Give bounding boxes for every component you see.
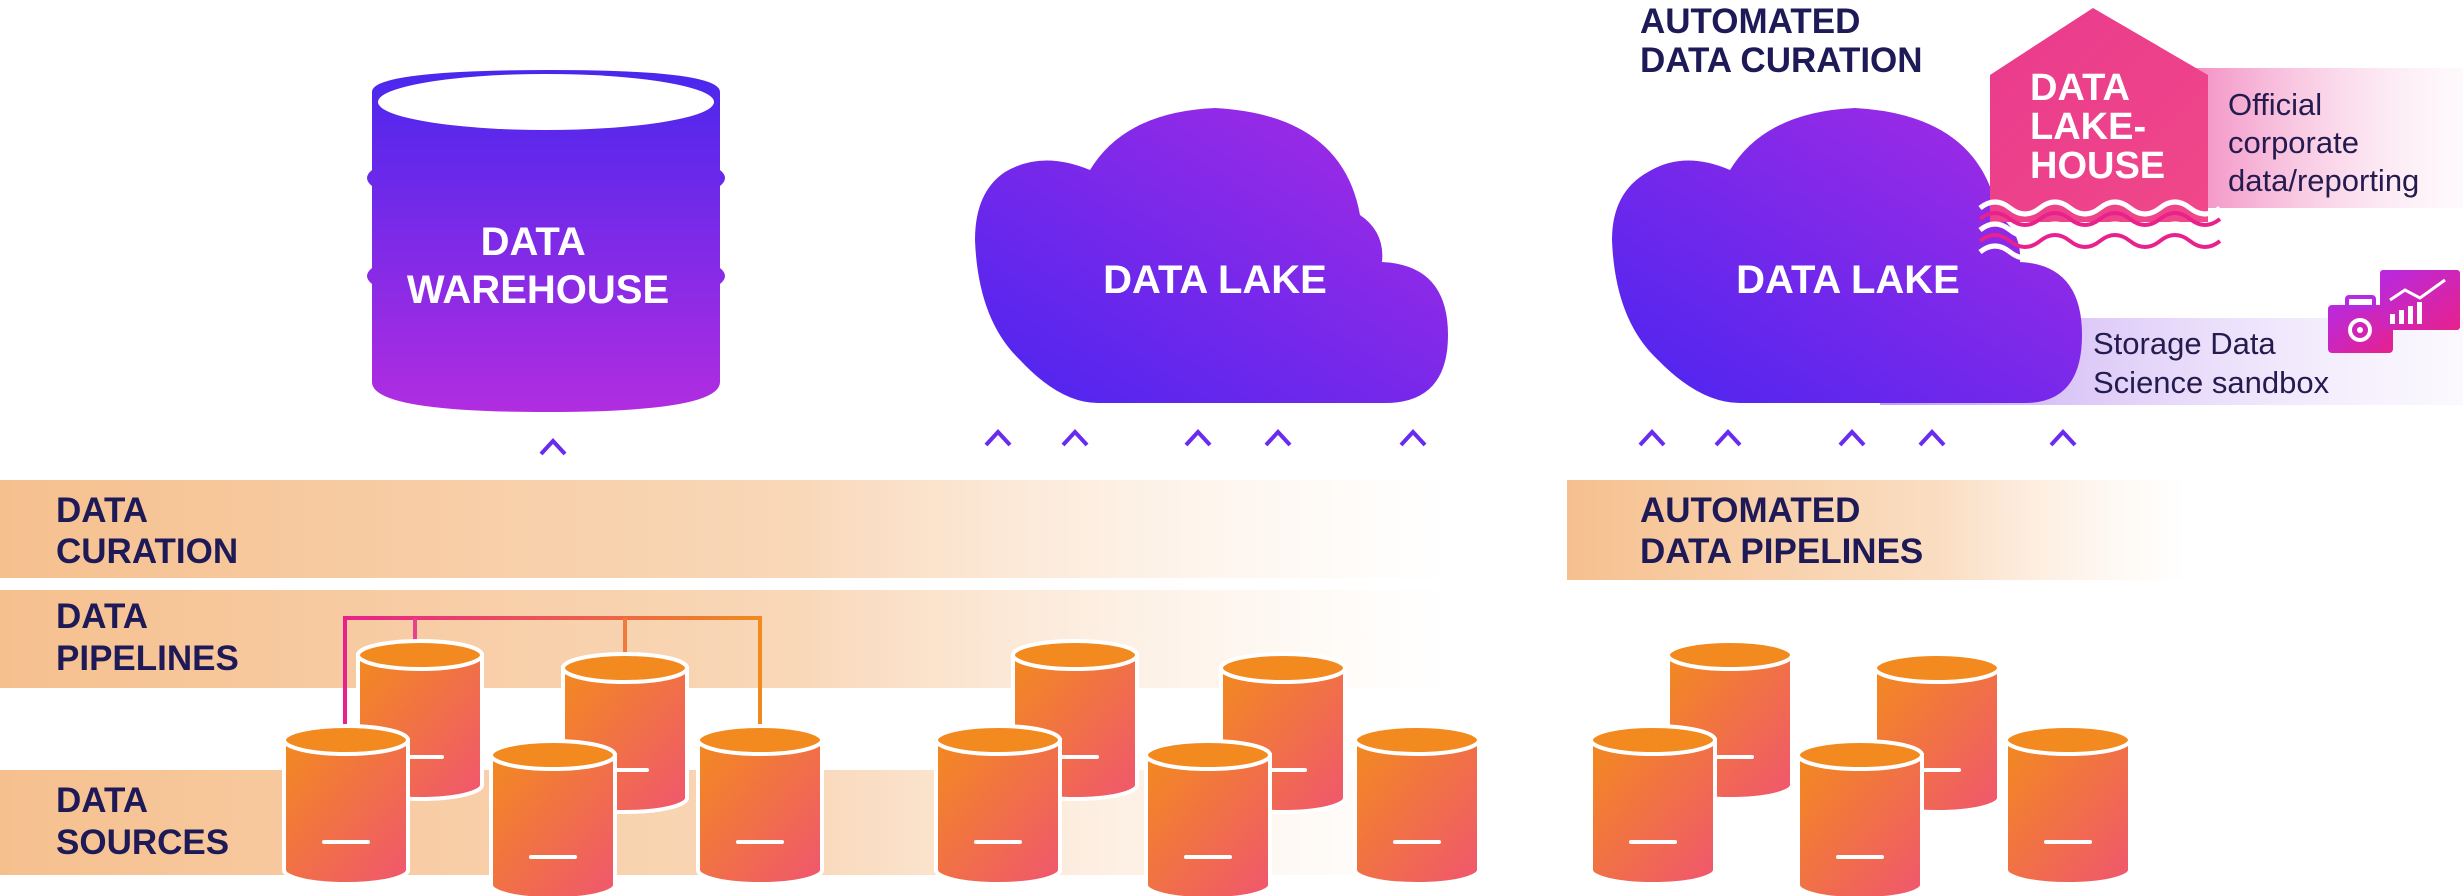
data-curation-label: DATA CURATION	[56, 491, 238, 571]
lake-middle-arrow-1	[984, 429, 1012, 735]
data-lakehouse-line-3: HOUSE	[2030, 145, 2165, 187]
chart-board-icon	[2380, 270, 2460, 330]
data-warehouse: DATA WAREHOUSE	[367, 70, 725, 412]
official-line-2: corporate	[2228, 125, 2359, 160]
sandbox-line-1: Storage Data	[2093, 326, 2276, 361]
automated-data-curation-label: AUTOMATED DATA CURATION	[1640, 2, 1923, 80]
data-warehouse-line-2: WAREHOUSE	[407, 268, 669, 312]
official-line-3: data/reporting	[2228, 163, 2419, 198]
lake-middle-arrow-5	[1399, 429, 1427, 735]
data-lake-middle-label: DATA LAKE	[1103, 258, 1327, 302]
lake-middle-source-cylinder-3	[934, 724, 1062, 886]
automated-curation-line-2: DATA CURATION	[1640, 41, 1923, 80]
official-line-1: Official	[2228, 87, 2322, 122]
water-waves-pink	[1978, 211, 2222, 249]
official-corporate-label: Official corporate data/reporting	[2228, 87, 2419, 198]
automated-data-pipelines-label: AUTOMATED DATA PIPELINES	[1640, 491, 1923, 571]
lake-middle-arrow-4	[1264, 429, 1292, 665]
sandbox-line-2: Science sandbox	[2093, 365, 2330, 400]
data-lakehouse-label: DATA LAKE- HOUSE	[2030, 67, 2165, 187]
data-lake-right-label: DATA LAKE	[1736, 258, 1960, 302]
lake-middle-source-cylinder-5	[1353, 724, 1481, 886]
data-sources-label: DATA SOURCES	[56, 781, 229, 862]
band-automated-data-pipelines	[1567, 480, 2187, 580]
lake-right-arrow-3	[1838, 429, 1866, 745]
lake-middle-arrow-2	[1061, 429, 1089, 655]
automated-data-pipelines-line-1: AUTOMATED	[1640, 491, 1860, 530]
data-lake-cloud-middle: DATA LAKE	[975, 108, 1448, 403]
lake-right-arrow-1	[1638, 429, 1666, 735]
arrows-group	[984, 429, 2077, 745]
data-pipelines-line-1: DATA	[56, 597, 148, 636]
data-curation-line-2: CURATION	[56, 532, 238, 571]
data-source-cylinders	[282, 639, 2132, 896]
water-waves-icon	[1978, 199, 2222, 261]
lake-middle-arrow-3	[1184, 429, 1212, 745]
data-sources-line-2: SOURCES	[56, 823, 229, 862]
lake-middle-source-cylinder-4	[1144, 739, 1272, 896]
warehouse-source-cylinder-4	[489, 739, 617, 896]
warehouse-source-cylinder-3	[282, 724, 410, 886]
toolbox-icon	[2328, 295, 2393, 353]
band-data-curation	[0, 480, 1450, 578]
lake-right-source-cylinder-3	[1589, 724, 1717, 886]
data-warehouse-line-1: DATA	[481, 220, 585, 264]
data-pipelines-label: DATA PIPELINES	[56, 597, 239, 678]
warehouse-source-cylinder-5	[696, 724, 824, 886]
data-curation-line-1: DATA	[56, 491, 148, 530]
lake-right-arrow-2	[1714, 429, 1742, 655]
data-lakehouse-line-1: DATA	[2030, 67, 2129, 109]
data-lakehouse-line-2: LAKE-	[2030, 106, 2146, 148]
data-lakehouse: DATA LAKE- HOUSE	[1978, 8, 2222, 261]
data-warehouse-label: DATA WAREHOUSE	[407, 220, 669, 312]
lake-right-source-cylinder-4	[1796, 739, 1924, 896]
lake-right-source-cylinder-5	[2004, 724, 2132, 886]
lake-right-arrow-4	[1918, 429, 1946, 665]
data-lake-cloud-right: DATA LAKE	[1612, 108, 2082, 403]
automated-data-pipelines-line-2: DATA PIPELINES	[1640, 532, 1923, 571]
data-pipelines-line-2: PIPELINES	[56, 639, 239, 678]
sandbox-label: Storage Data Science sandbox	[2093, 326, 2330, 400]
data-sources-line-1: DATA	[56, 781, 148, 820]
automated-curation-line-1: AUTOMATED	[1640, 2, 1860, 41]
warehouse-arrow	[539, 438, 567, 745]
lake-right-arrow-5	[2049, 429, 2077, 735]
band-data-pipelines	[0, 590, 1450, 688]
official-panel	[2190, 68, 2463, 208]
